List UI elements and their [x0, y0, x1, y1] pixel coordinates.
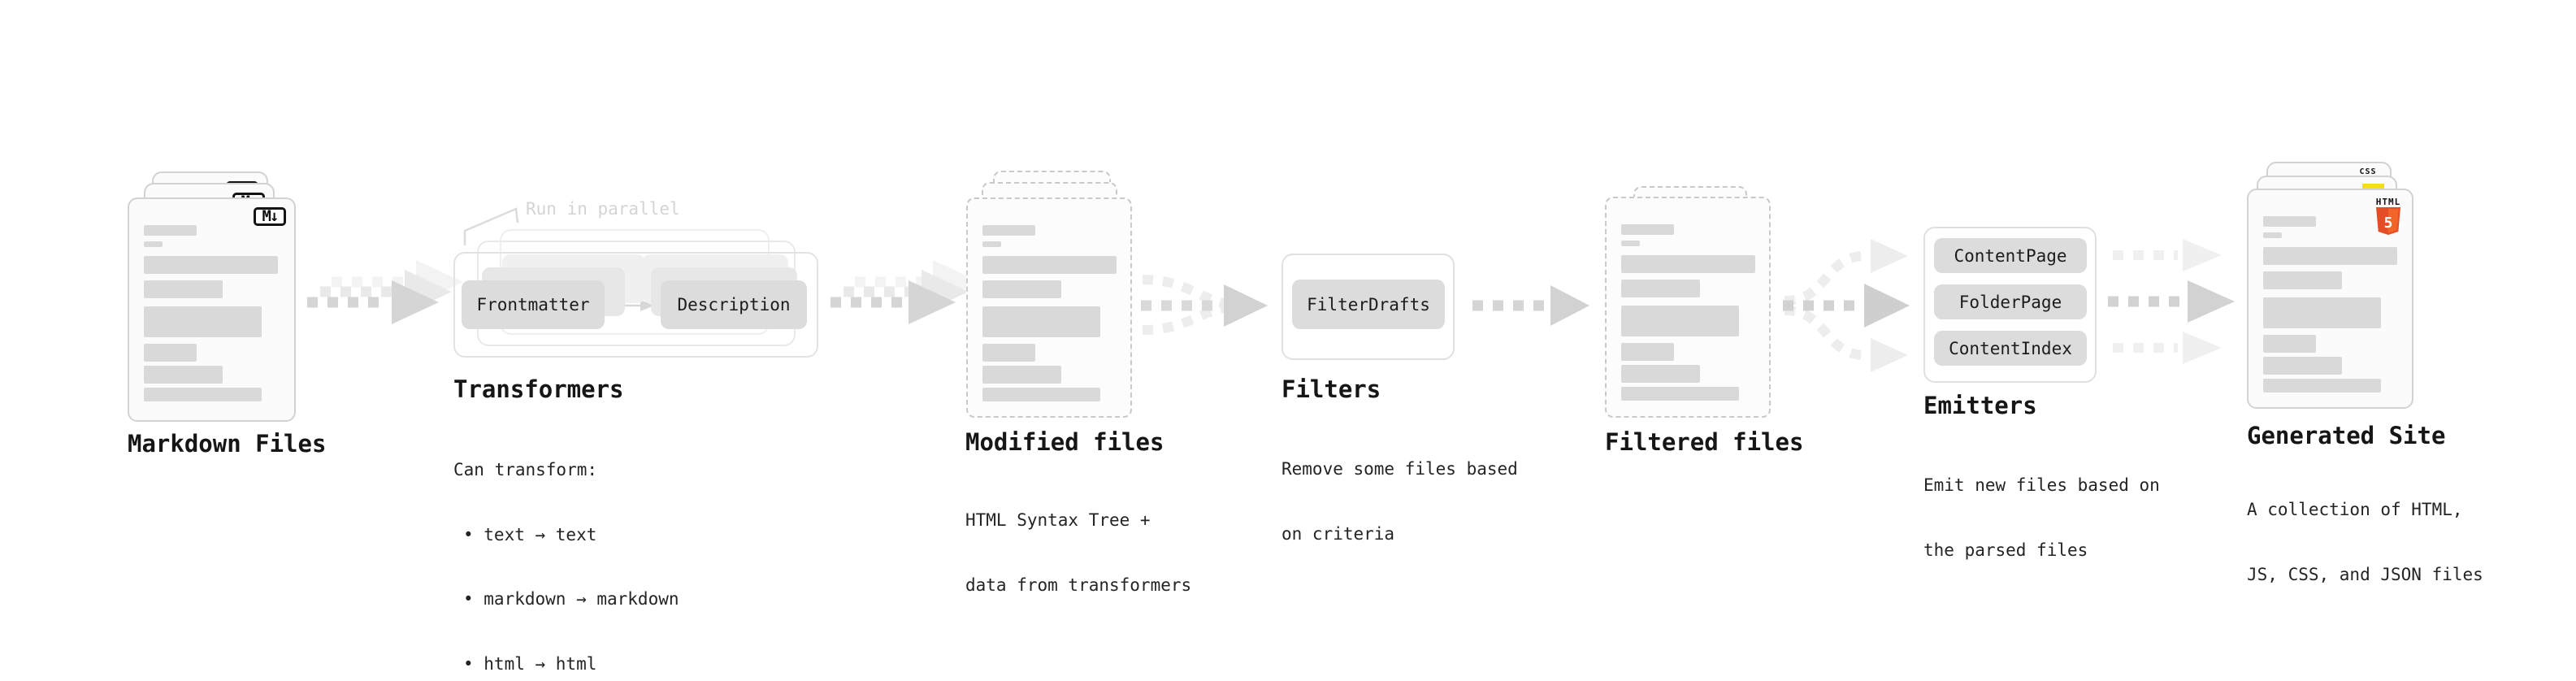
transformer-group-outline-front — [453, 252, 818, 358]
description-box-label: Description — [677, 295, 791, 314]
markdown-files-title: Markdown Files — [128, 430, 327, 458]
placeholder-text-bar — [144, 280, 223, 298]
placeholder-text-bar — [2263, 297, 2381, 328]
placeholder-text-bar — [2263, 216, 2316, 227]
html5-icon: HTML 5 — [2374, 197, 2402, 238]
transformers-bullet: • text → text — [463, 524, 597, 544]
contentindex-box-label: ContentIndex — [1949, 338, 2072, 358]
generated-desc-line: JS, CSS, and JSON files — [2247, 564, 2483, 584]
modified-desc-line: HTML Syntax Tree + — [965, 510, 1151, 530]
placeholder-text-bar — [144, 388, 262, 401]
markdown-file-card-front: M↓ — [128, 197, 296, 422]
transformers-desc-line: Can transform: — [453, 460, 598, 479]
arrow-filtered-to-emitters — [1783, 239, 1910, 372]
placeholder-text-bar — [144, 344, 197, 362]
placeholder-text-bar — [982, 256, 1117, 274]
arrow-modified-to-filters — [1141, 275, 1268, 335]
html5-shield: 5 — [2376, 207, 2400, 235]
placeholder-text-bar — [1621, 255, 1755, 273]
markdown-icon: M↓ — [254, 207, 286, 226]
css-icon-label: CSS — [2359, 167, 2377, 176]
transformers-description: Can transform: • text → text • markdown … — [453, 416, 679, 681]
placeholder-text-bar — [2263, 271, 2342, 289]
contentindex-box: ContentIndex — [1934, 331, 2087, 366]
generated-desc-line: A collection of HTML, — [2247, 500, 2463, 519]
description-box: Description — [661, 280, 807, 329]
placeholder-text-bar — [2263, 357, 2342, 375]
filters-description: Remove some files based on criteria — [1281, 415, 1518, 588]
placeholder-text-bar — [982, 344, 1035, 362]
contentpage-box-label: ContentPage — [1954, 245, 2067, 266]
placeholder-text-bar — [982, 280, 1061, 298]
contentpage-box: ContentPage — [1934, 238, 2087, 273]
markdown-icon-glyph: M↓ — [262, 207, 280, 225]
emitters-title: Emitters — [1923, 392, 2037, 419]
placeholder-text-bar — [2263, 335, 2316, 353]
placeholder-text-bar — [1621, 343, 1674, 361]
placeholder-text-bar — [1621, 306, 1739, 336]
emitters-description: Emit new files based on the parsed files — [1923, 432, 2160, 604]
filtered-files-title: Filtered files — [1605, 428, 1804, 456]
transformers-bullet: • html → html — [463, 653, 597, 674]
transformers-bullet: • markdown → markdown — [463, 589, 679, 609]
emitters-group-outline — [1923, 227, 2097, 383]
modified-files-title: Modified files — [965, 428, 1164, 456]
html5-icon-digit: 5 — [2384, 215, 2393, 232]
arrow-filters-to-filtered — [1472, 285, 1589, 326]
placeholder-text-bar — [2263, 232, 2282, 238]
placeholder-text-bar — [1621, 224, 1674, 235]
folderpage-box: FolderPage — [1934, 284, 2087, 319]
filters-title: Filters — [1281, 375, 1381, 403]
placeholder-text-bar — [2263, 379, 2381, 393]
generated-html-card: HTML 5 — [2247, 189, 2413, 409]
generated-site-title: Generated Site — [2247, 422, 2446, 449]
filters-group-outline — [1281, 254, 1455, 360]
filterdrafts-box-label: FilterDrafts — [1307, 294, 1430, 314]
filters-desc-line: on criteria — [1281, 523, 1395, 544]
modified-file-card-front — [966, 197, 1132, 418]
placeholder-text-bar — [982, 366, 1061, 384]
placeholder-text-bar — [144, 306, 262, 337]
placeholder-text-bar — [982, 225, 1035, 236]
arrow-markdown-to-transformers — [307, 260, 463, 324]
generated-site-description: A collection of HTML, JS, CSS, and JSON … — [2247, 456, 2483, 628]
filtered-file-card-front — [1605, 197, 1771, 418]
placeholder-text-bar — [982, 306, 1100, 337]
placeholder-text-bar — [1621, 241, 1640, 246]
placeholder-text-bar — [2263, 247, 2397, 265]
modified-desc-line: data from transformers — [965, 575, 1192, 595]
placeholder-text-bar — [1621, 280, 1700, 297]
placeholder-text-bar — [144, 256, 278, 274]
run-in-parallel-annotation: Run in parallel — [526, 199, 680, 219]
placeholder-text-bar — [1621, 365, 1700, 383]
frontmatter-box-label: Frontmatter — [476, 295, 590, 314]
arrow-transformers-to-modified — [830, 260, 980, 324]
placeholder-text-bar — [982, 388, 1100, 401]
filterdrafts-box: FilterDrafts — [1292, 280, 1445, 329]
html5-icon-label: HTML — [2375, 197, 2401, 207]
modified-files-description: HTML Syntax Tree + data from transformer… — [965, 466, 1191, 639]
filters-desc-line: Remove some files based — [1281, 459, 1518, 479]
emitters-desc-line: the parsed files — [1923, 540, 2088, 560]
emitters-desc-line: Emit new files based on — [1923, 475, 2160, 495]
placeholder-text-bar — [1621, 387, 1739, 401]
placeholder-text-bar — [144, 225, 197, 236]
placeholder-text-bar — [144, 366, 223, 384]
placeholder-text-bar — [144, 241, 163, 247]
transformers-title: Transformers — [453, 375, 624, 403]
folderpage-box-label: FolderPage — [1958, 292, 2062, 312]
placeholder-text-bar — [982, 241, 1001, 247]
frontmatter-box: Frontmatter — [462, 280, 605, 329]
arrow-emitters-to-generated — [2108, 239, 2235, 364]
